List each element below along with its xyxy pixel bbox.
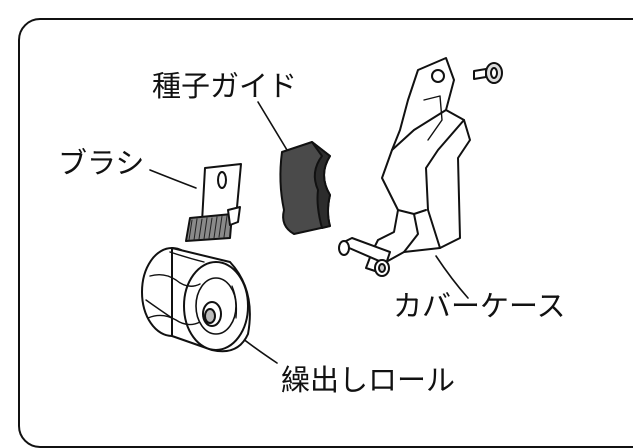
feed-roll-part <box>141 247 251 353</box>
cover-case-leader <box>435 255 469 299</box>
figure-frame <box>18 18 633 448</box>
brush-label: ブラシ <box>58 146 145 180</box>
parts-diagram <box>141 57 503 364</box>
brush-part <box>185 163 242 242</box>
thumb-screw-part <box>473 62 503 84</box>
cover-case-part <box>338 57 471 277</box>
brush-leader <box>149 169 197 189</box>
seed-guide-part <box>279 141 331 235</box>
cover-case-label: カバーケース <box>393 289 566 323</box>
seed-guide-label: 種子ガイド <box>152 69 298 103</box>
seed-guide-leader <box>257 101 288 151</box>
feed-roll-label: 繰出しロール <box>281 363 456 397</box>
